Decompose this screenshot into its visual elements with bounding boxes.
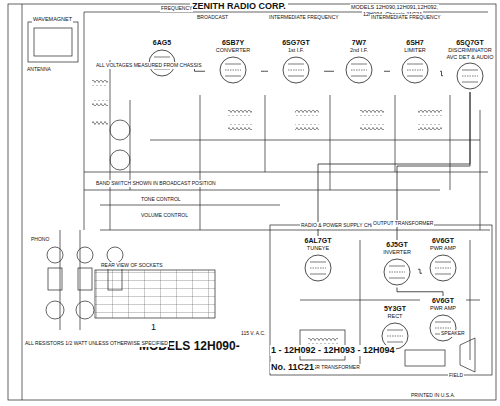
signal-wire	[318, 92, 470, 236]
annotation-label: MODELS 12H090,12H091,12H092,	[350, 4, 439, 11]
tube-node: 6AL7GTTUNEYE	[290, 236, 346, 284]
tube-node: 6SH7LIMITER	[390, 38, 440, 86]
tube-node: 6SQ7GTDISCRIMINATOR AVC DET & AUDIO	[443, 38, 497, 92]
annotation-label: WAVEMAGNET	[32, 16, 73, 23]
tube-type: 6SG7GT	[270, 39, 322, 47]
tube-function: DISCRIMINATOR AVC DET & AUDIO	[445, 47, 495, 60]
tube-node: 6SG7GT1st I.F.	[268, 38, 324, 86]
annotation-label: BAND SWITCH SHOWN IN BROADCAST POSITION	[95, 180, 217, 187]
tube-node: 6J5GTINVERTER	[372, 240, 422, 288]
tube-function: CONVERTER	[207, 47, 259, 54]
annotation-label: OUTPUT TRANSFORMER	[372, 220, 434, 227]
annotation-label: No. 11C21	[270, 362, 315, 373]
tube-envelope	[344, 55, 374, 85]
tube-node: 6AG5	[140, 38, 184, 79]
annotation-label: PRINTED IN U.S.A.	[410, 392, 456, 399]
tube-envelope	[281, 55, 311, 85]
tube-function: 2nd I.F.	[336, 47, 382, 54]
tube-type: 6V6GT	[420, 237, 466, 245]
annotation-label: 115 V. A.C.	[240, 330, 266, 337]
signal-wire	[397, 288, 443, 297]
tube-envelope	[428, 253, 458, 283]
diagram-title: ZENITH RADIO CORP.	[190, 1, 288, 11]
annotation-label: SPEAKER	[440, 330, 466, 337]
tube-function: RECT	[374, 313, 416, 320]
annotation-label: FREQUENCY	[160, 5, 193, 12]
tube-type: 6SH7	[392, 39, 438, 47]
annotation-label: VOLUME CONTROL	[140, 212, 189, 219]
annotation-label: ALL VOLTAGES MEASURED FROM CHASSIS	[95, 62, 203, 69]
tube-type: 6AL7GT	[292, 237, 344, 245]
tube-node: 7W72nd I.F.	[334, 38, 384, 86]
tube-envelope	[455, 61, 485, 91]
annotation-label: FIELD	[448, 372, 464, 379]
tube-type: 5Y3GT	[374, 305, 416, 313]
tube-node: 6SB7YCONVERTER	[205, 38, 261, 86]
annotation-label: REAR VIEW OF SOCKETS	[100, 262, 164, 269]
tube-envelope	[428, 313, 458, 343]
tube-type: 6SQ7GT	[445, 39, 495, 47]
tube-envelope	[218, 55, 248, 85]
annotation-label: INTERMEDIATE FREQUENCY	[370, 14, 442, 21]
tube-function: 1st I.F.	[270, 47, 322, 54]
annotation-label: ANTENNA	[26, 66, 52, 73]
annotation-label: 1	[150, 322, 157, 333]
tube-node: 6V6GTPWR AMP	[418, 236, 468, 284]
annotation-label: BROADCAST	[196, 14, 229, 21]
signal-wire	[324, 71, 334, 72]
tube-envelope	[400, 55, 430, 85]
tube-function: PWR AMP	[420, 245, 466, 252]
tube-type: 6AG5	[142, 39, 182, 47]
annotation-label: INTERMEDIATE FREQUENCY	[268, 14, 340, 21]
tube-type: 6J5GT	[374, 241, 420, 249]
tube-envelope	[382, 257, 412, 287]
annotation-label: TONE CONTROL	[140, 196, 182, 203]
tube-type: 6V6GT	[420, 297, 466, 305]
signal-wire	[418, 269, 422, 273]
tube-type: 7W7	[336, 39, 382, 47]
signal-wire	[397, 92, 470, 240]
tube-type: 6SB7Y	[207, 39, 259, 47]
signal-wire	[440, 71, 443, 76]
signal-wire	[384, 71, 390, 72]
signal-wire	[261, 71, 268, 72]
tube-function: TUNEYE	[292, 245, 344, 252]
tube-function: INVERTER	[374, 249, 420, 256]
annotation-label: PHONO	[30, 236, 50, 243]
annotation-label: 1 - 12H092 - 12H093 - 12H094	[270, 345, 396, 356]
tube-function: LIMITER	[392, 47, 438, 54]
tube-function: PWR AMP	[420, 305, 466, 312]
tube-envelope	[303, 253, 333, 283]
annotation-label: ALL RESISTORS 1/2 WATT UNLESS OTHERWISE …	[24, 340, 169, 347]
